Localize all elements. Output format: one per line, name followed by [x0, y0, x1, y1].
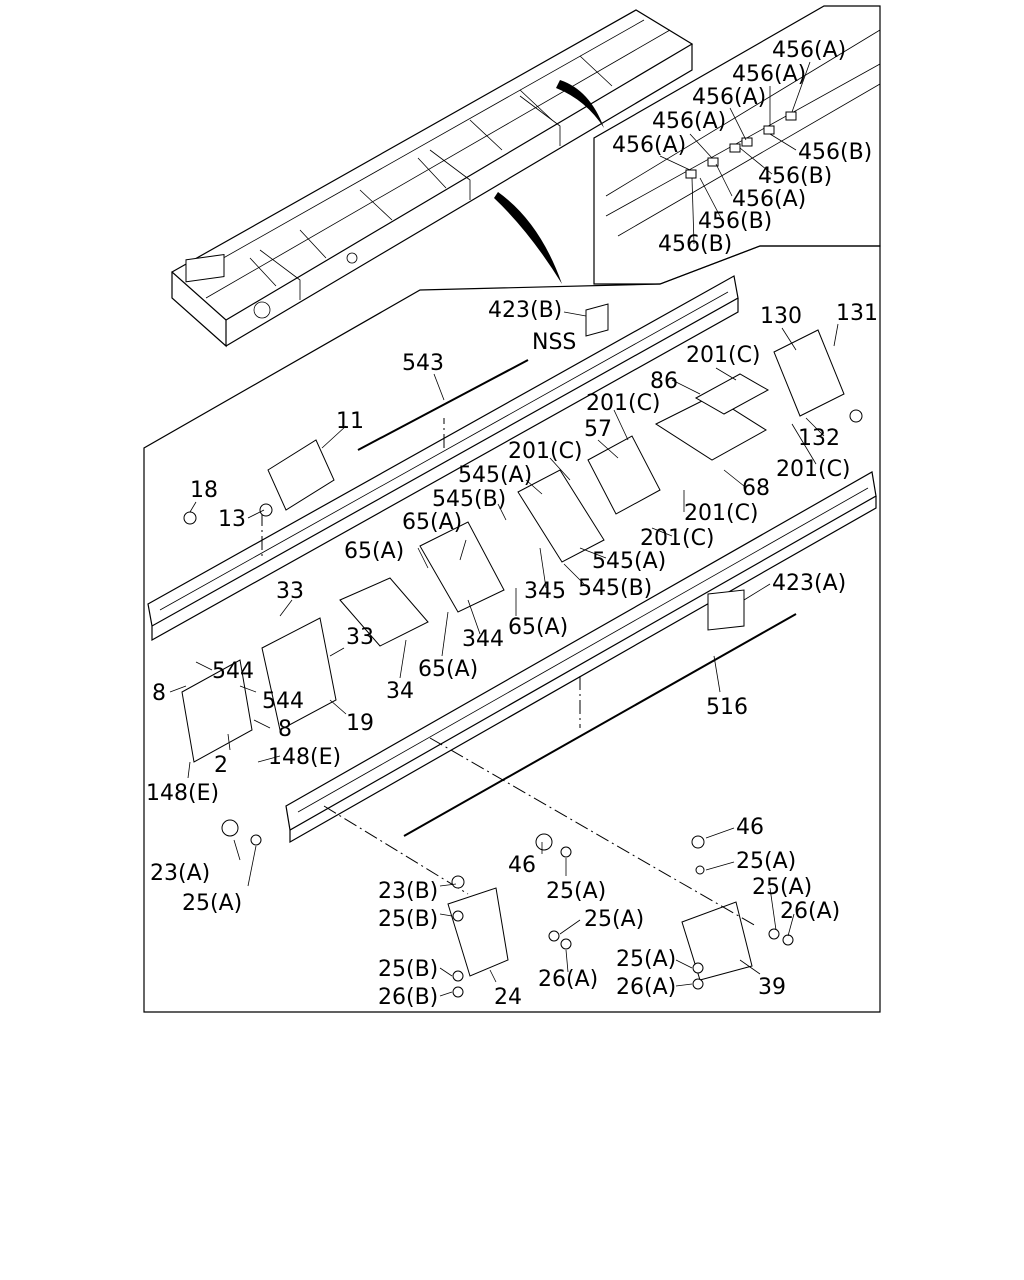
callout-201c-5: 201(C): [684, 501, 759, 526]
callout-23b: 23(B): [378, 879, 438, 904]
callout-201c-2: 201(C): [586, 391, 661, 416]
callout-26a-2: 26(A): [538, 967, 598, 992]
callout-23a: 23(A): [150, 861, 210, 886]
reinforcement-543: [357, 359, 529, 451]
callout-8-2: 8: [278, 717, 292, 742]
callout-25a-4: 25(A): [752, 875, 812, 900]
reinforcement-516: [403, 613, 797, 837]
callout-130: 130: [760, 304, 802, 329]
callout-26a-1: 26(A): [780, 899, 840, 924]
callout-132: 132: [798, 426, 840, 451]
callout-545a-1: 545(A): [458, 463, 532, 488]
callout-201c-6: 201(C): [640, 526, 715, 551]
callout-25a-2: 25(A): [546, 879, 606, 904]
callout-201c-1: 201(C): [686, 343, 761, 368]
pointer-arrow-detail: [556, 80, 604, 128]
callout-68: 68: [742, 476, 770, 501]
callout-nss: NSS: [532, 330, 576, 355]
callout-456b-1: 456(B): [798, 140, 872, 165]
callout-18: 18: [190, 478, 218, 503]
callout-65a-3: 65(A): [508, 615, 568, 640]
callout-456a-6: 456(A): [732, 187, 806, 212]
callout-39: 39: [758, 975, 786, 1000]
callout-456a-5: 456(A): [612, 133, 686, 158]
callout-46-2: 46: [508, 853, 536, 878]
callout-456b-2: 456(B): [758, 164, 832, 189]
callout-148e-1: 148(E): [268, 745, 341, 770]
callout-25a-1: 25(A): [736, 849, 796, 874]
callout-33-1: 33: [276, 579, 304, 604]
callout-19: 19: [346, 711, 374, 736]
leader-lines: [169, 61, 839, 997]
callout-131: 131: [836, 301, 878, 326]
callout-201c-3: 201(C): [508, 439, 583, 464]
upper-side-rail: [147, 275, 739, 642]
callout-545a-2: 545(A): [592, 549, 666, 574]
pointer-arrow-main: [494, 192, 562, 284]
callout-456a-4: 456(A): [652, 109, 726, 134]
centerline: [323, 805, 469, 895]
callout-545b-2: 545(B): [578, 576, 652, 601]
callout-25a-5: 25(A): [584, 907, 644, 932]
callout-65a-4: 65(A): [418, 657, 478, 682]
centerline: [429, 737, 757, 927]
callout-25b-1: 25(B): [378, 907, 438, 932]
callout-456a-2: 456(A): [732, 62, 806, 87]
callout-65a-1: 65(A): [402, 510, 462, 535]
callout-148e-2: 148(E): [146, 781, 219, 806]
callout-344: 344: [462, 627, 504, 652]
lower-side-rail: [285, 471, 877, 844]
callout-423b: 423(B): [488, 298, 562, 323]
callout-25a-3: 25(A): [182, 891, 242, 916]
callout-57: 57: [584, 417, 612, 442]
callout-13: 13: [218, 507, 246, 532]
callout-423a: 423(A): [772, 571, 846, 596]
callout-8-1: 8: [152, 681, 166, 706]
chassis-frame-overview: [170, 9, 694, 348]
callout-25a-6: 25(A): [616, 947, 676, 972]
callout-345: 345: [524, 579, 566, 604]
callout-26a-3: 26(A): [616, 975, 676, 1000]
callout-11: 11: [336, 409, 364, 434]
main-assembly-border: [143, 245, 881, 1013]
cross-members: [181, 303, 845, 981]
callout-26b: 26(B): [378, 985, 438, 1010]
callout-33-2: 33: [346, 625, 374, 650]
callout-544-2: 544: [262, 689, 304, 714]
callout-516: 516: [706, 695, 748, 720]
callout-46-1: 46: [736, 815, 764, 840]
callout-86: 86: [650, 369, 678, 394]
callout-544-1: 544: [212, 659, 254, 684]
callout-545b-1: 545(B): [432, 487, 506, 512]
callout-65a-2: 65(A): [344, 539, 404, 564]
callout-201c-4: 201(C): [776, 457, 851, 482]
callout-456b-3: 456(B): [698, 209, 772, 234]
callout-456b-4: 456(B): [658, 232, 732, 257]
callout-456a-1: 456(A): [772, 38, 846, 63]
callout-34: 34: [386, 679, 414, 704]
callout-24: 24: [494, 985, 522, 1010]
callout-456a-3: 456(A): [692, 85, 766, 110]
hardware: [183, 409, 863, 998]
callout-labels: 456(A) 456(A) 456(A) 456(A) 456(A) 456(A…: [146, 38, 878, 1010]
callout-25b-2: 25(B): [378, 957, 438, 982]
callout-543: 543: [402, 351, 444, 376]
callout-2: 2: [214, 753, 228, 778]
